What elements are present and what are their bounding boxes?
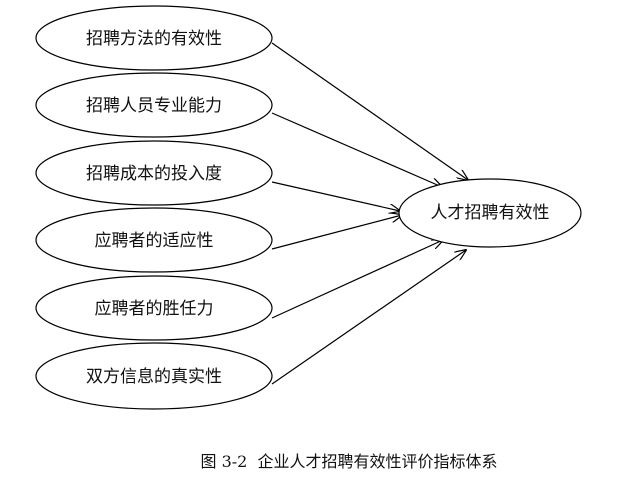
arrows bbox=[271, 42, 468, 385]
factor-node-3: 招聘成本的投入度 bbox=[35, 140, 273, 206]
factor-ellipse bbox=[35, 342, 273, 410]
target-label: 人才招聘有效性 bbox=[431, 203, 550, 223]
factor-node-4: 应聘者的适应性 bbox=[35, 207, 273, 273]
factor-ellipse bbox=[35, 207, 273, 273]
factor-label: 双方信息的真实性 bbox=[86, 367, 222, 387]
arrow-factor-1 bbox=[271, 42, 468, 180]
arrow-factor-3 bbox=[271, 181, 400, 211]
factor-ellipse bbox=[35, 5, 273, 71]
arrow-factor-4 bbox=[271, 215, 402, 250]
factor-label: 应聘者的胜任力 bbox=[95, 299, 214, 319]
factor-node-2: 招聘人员专业能力 bbox=[35, 72, 273, 138]
arrow-factor-6 bbox=[271, 250, 466, 385]
factor-label: 应聘者的适应性 bbox=[95, 231, 214, 251]
figure-caption: 图 3-2 企业人才招聘有效性评价指标体系 bbox=[200, 452, 497, 471]
factor-label: 招聘人员专业能力 bbox=[86, 96, 222, 116]
factor-label: 招聘成本的投入度 bbox=[86, 164, 222, 184]
factor-node-5: 应聘者的胜任力 bbox=[35, 275, 273, 341]
factor-label: 招聘方法的有效性 bbox=[86, 29, 222, 49]
factor-node-6: 双方信息的真实性 bbox=[35, 342, 273, 410]
target-node: 人才招聘有效性 bbox=[398, 178, 582, 248]
target-ellipse bbox=[398, 178, 582, 248]
factor-ellipse bbox=[35, 72, 273, 138]
arrow-factor-2 bbox=[271, 112, 442, 187]
factor-ellipse bbox=[35, 275, 273, 341]
arrow-factor-5 bbox=[271, 240, 443, 319]
factor-node-1: 招聘方法的有效性 bbox=[35, 5, 273, 71]
factor-ellipse bbox=[35, 140, 273, 206]
